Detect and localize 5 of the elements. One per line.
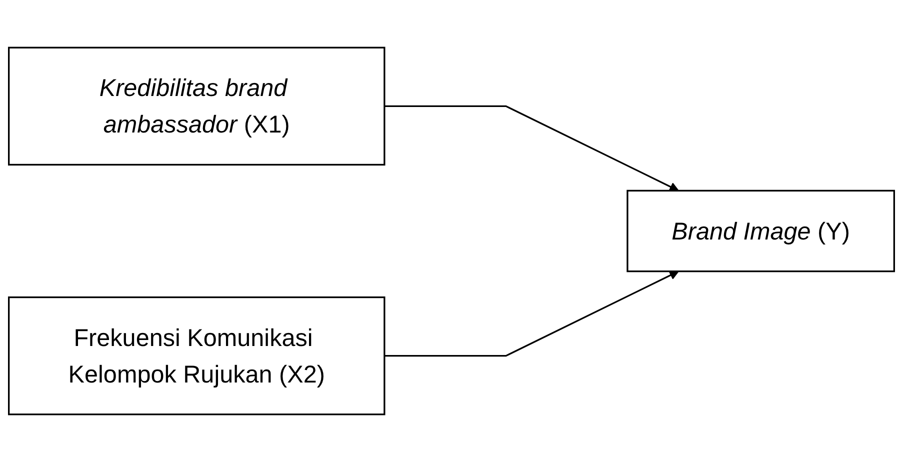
arrow [384, 105, 679, 192]
node-box: Frekuensi Komunikasi Kelompok Rujukan (X2) [8, 296, 386, 416]
node-box: Brand Image (Y) [626, 190, 895, 272]
arrow [384, 270, 679, 357]
node-box: Kredibilitas brand ambassador (X1) [8, 46, 386, 166]
